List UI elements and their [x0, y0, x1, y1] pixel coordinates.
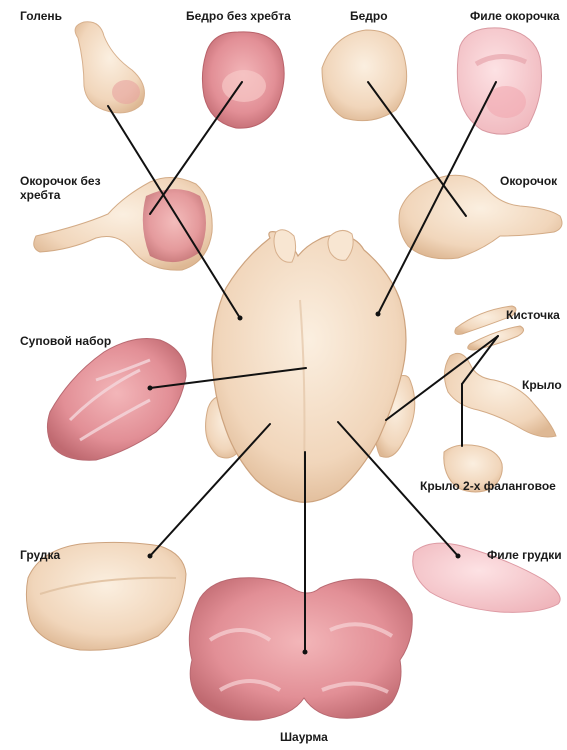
- label-okorochok-bez-khrebta: Окорочок без хребта: [20, 174, 116, 202]
- dot-carcass-left: [238, 316, 243, 321]
- thigh-boneless-piece: [202, 32, 284, 128]
- label-golen: Голень: [20, 9, 62, 23]
- soup-set-piece: [47, 339, 186, 461]
- shawarma-meat-piece: [189, 578, 412, 720]
- label-shaurma: Шаурма: [280, 730, 328, 744]
- label-grudka: Грудка: [20, 548, 60, 562]
- thigh-piece: [322, 30, 407, 121]
- label-kistochka: Кисточка: [506, 308, 560, 322]
- label-krylo-2kh: Крыло 2-х фаланговое: [420, 479, 556, 493]
- dot-carcass-right: [376, 312, 381, 317]
- dot-shawarma: [303, 650, 308, 655]
- leg-fillet-piece: [457, 28, 541, 134]
- label-krylo: Крыло: [522, 378, 562, 392]
- label-bedro: Бедро: [350, 9, 388, 23]
- dot-breast: [148, 554, 153, 559]
- label-supovoy-nabor: Суповой набор: [20, 334, 111, 348]
- dot-soup: [148, 386, 153, 391]
- drumstick-piece: [75, 22, 144, 113]
- dot-fillet: [456, 554, 461, 559]
- label-file-okorochka: Филе окорочка: [470, 9, 560, 23]
- label-file-grudki: Филе грудки: [487, 548, 562, 562]
- label-bedro-bez-khrebta: Бедро без хребта: [186, 9, 291, 23]
- label-okorochok: Окорочок: [500, 174, 557, 188]
